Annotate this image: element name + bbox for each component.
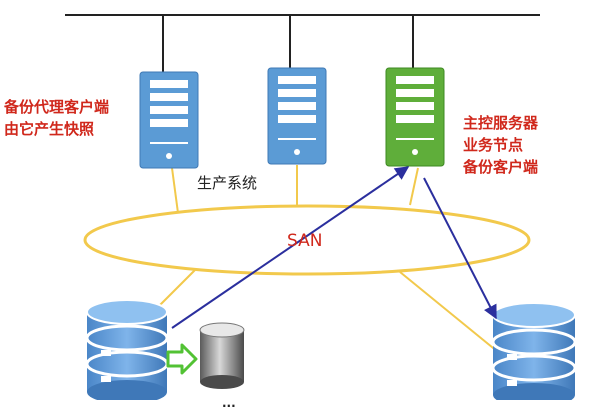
link-master-san [409,167,419,206]
link-server1-san [171,167,179,214]
backup-proxy-label: 备份代理客户端 由它产生快照 [4,96,109,140]
snapshot-arrow-icon [166,343,198,375]
backup-proxy-label-line1: 备份代理客户端 [4,98,110,116]
storage-right-icon [491,302,577,400]
master-server-label-line2: 业务节点 [463,136,524,154]
master-server-label-line3: 备份客户端 [463,158,539,176]
san-label: SAN [287,231,323,251]
tape-icon [199,322,245,389]
san-ring [83,204,531,276]
link-san-storage-right [399,271,499,353]
master-server-icon [385,67,445,167]
server-icon [267,67,327,165]
diagram-canvas [65,14,577,400]
flow-arrow-master-to-storage [423,177,497,320]
master-server-label: 主控服务器 业务节点 备份客户端 [463,112,538,178]
flow-arrow-storage-to-master [171,166,410,329]
storage-left-icon [85,299,169,400]
production-system-label: 生产系统 [197,174,258,192]
tape-caption-partial: ... [222,396,236,410]
master-server-label-line1: 主控服务器 [463,114,539,132]
backup-proxy-label-line2: 由它产生快照 [4,120,95,138]
server-icon [139,71,199,169]
